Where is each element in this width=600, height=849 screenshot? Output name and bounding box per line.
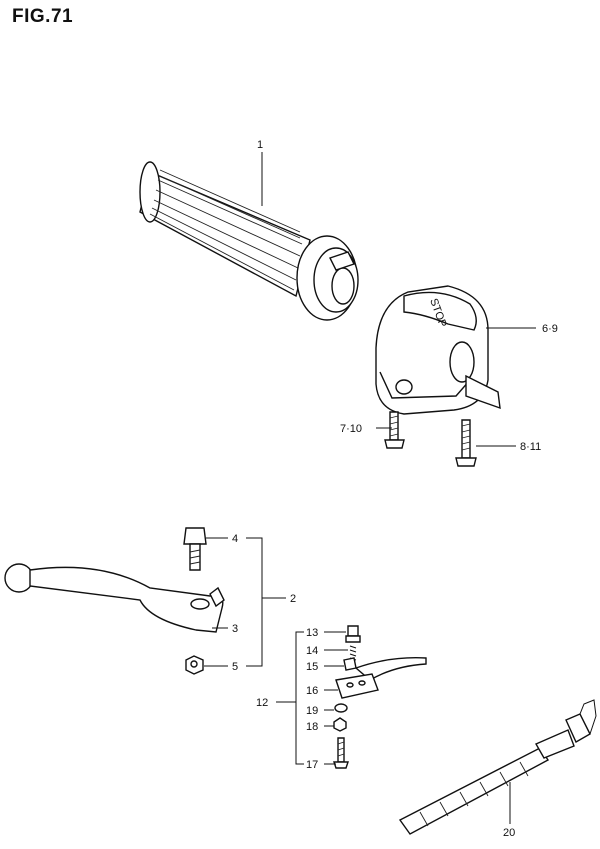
handlebar-switch[interactable]: STOP bbox=[375, 285, 501, 415]
lever-bolt[interactable] bbox=[183, 527, 207, 571]
callout-13: 13 bbox=[306, 627, 318, 639]
brake-switch-assembly[interactable] bbox=[333, 625, 427, 769]
leader-lines bbox=[204, 152, 536, 824]
callout-3: 3 bbox=[232, 623, 238, 635]
figure-title: FIG.71 bbox=[12, 6, 74, 27]
callout-12: 12 bbox=[256, 697, 268, 709]
callout-16: 16 bbox=[306, 685, 318, 697]
callout-17: 17 bbox=[306, 759, 318, 771]
callout-19: 19 bbox=[306, 705, 318, 717]
callout-4: 4 bbox=[232, 533, 238, 545]
callout-5: 5 bbox=[232, 661, 238, 673]
callout-7-10: 7·10 bbox=[340, 423, 362, 435]
cable-tie[interactable] bbox=[398, 699, 597, 835]
callout-2: 2 bbox=[290, 593, 296, 605]
callout-14: 14 bbox=[306, 645, 318, 657]
callout-6-9: 6·9 bbox=[542, 323, 558, 335]
screw-long[interactable] bbox=[455, 419, 477, 467]
handlebar-grip[interactable] bbox=[139, 161, 359, 321]
callout-15: 15 bbox=[306, 661, 318, 673]
screw-short[interactable] bbox=[384, 411, 405, 449]
lever-nut[interactable] bbox=[185, 655, 204, 675]
callout-18: 18 bbox=[306, 721, 318, 733]
callout-20: 20 bbox=[503, 827, 515, 839]
callout-8-11: 8·11 bbox=[520, 441, 541, 453]
callout-1: 1 bbox=[257, 139, 263, 151]
brake-lever[interactable] bbox=[4, 563, 225, 633]
